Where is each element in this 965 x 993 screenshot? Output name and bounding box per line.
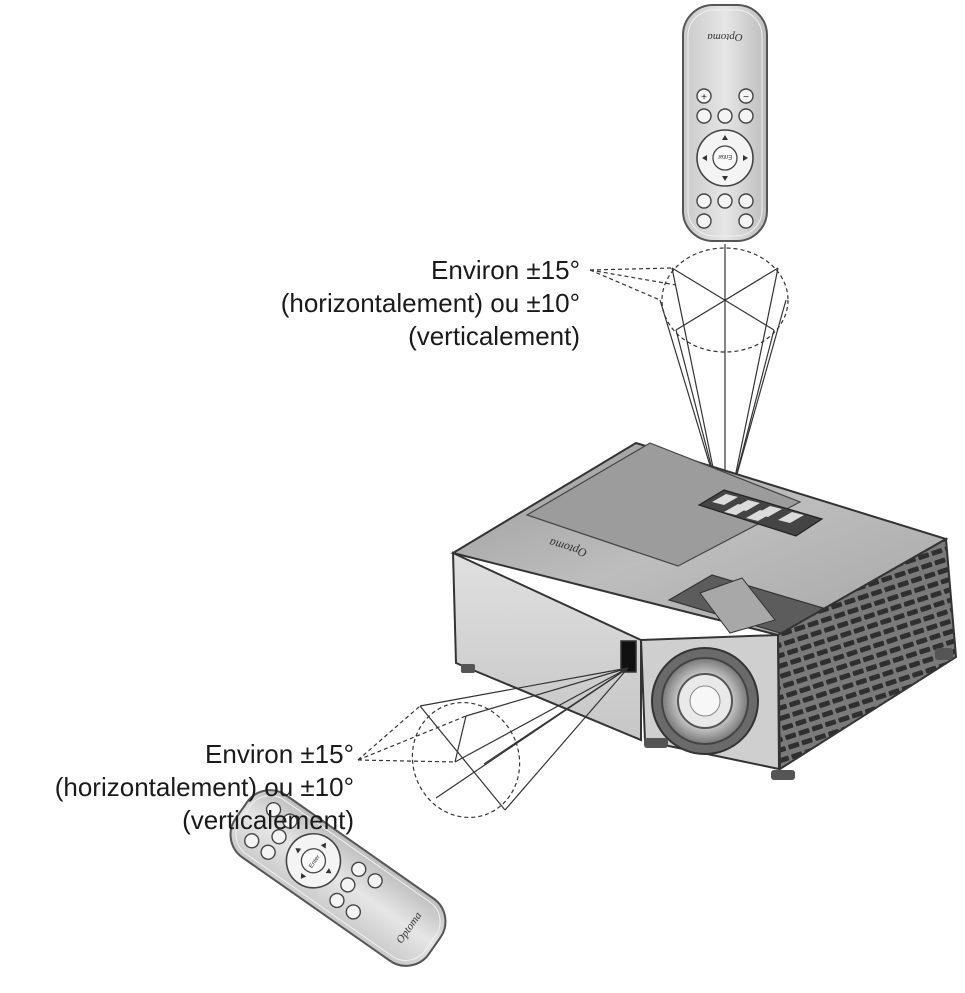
bottom-remote: Enter Optoma (229, 789, 447, 967)
top-angle-label-line2: (horizontalement) ou ±10° (280, 288, 580, 318)
bottom-angle-label: Environ ±15° (horizontalement) ou ±10° (… (8, 738, 354, 837)
top-remote: Optoma + − Enter (682, 4, 768, 242)
bottom-angle-label-line3: (verticalement) (182, 805, 354, 835)
bottom-angle-label-line1: Environ ±15° (205, 739, 354, 769)
bottom-angle-label-line2: (horizontalement) ou ±10° (54, 772, 354, 802)
top-angle-label-line3: (verticalement) (408, 321, 580, 351)
minus-icon: − (743, 92, 749, 103)
top-remote-enter: Enter (718, 153, 732, 159)
ir-receiver (620, 640, 637, 673)
top-signal-cone (589, 244, 789, 493)
top-remote-logo: Optoma (707, 31, 743, 43)
projector: Optoma (450, 441, 958, 780)
top-angle-label: Environ ±15° (horizontalement) ou ±10° (… (258, 254, 580, 353)
top-angle-label-line1: Environ ±15° (431, 255, 580, 285)
plus-icon: + (701, 92, 707, 103)
bottom-signal-cone (357, 667, 629, 819)
